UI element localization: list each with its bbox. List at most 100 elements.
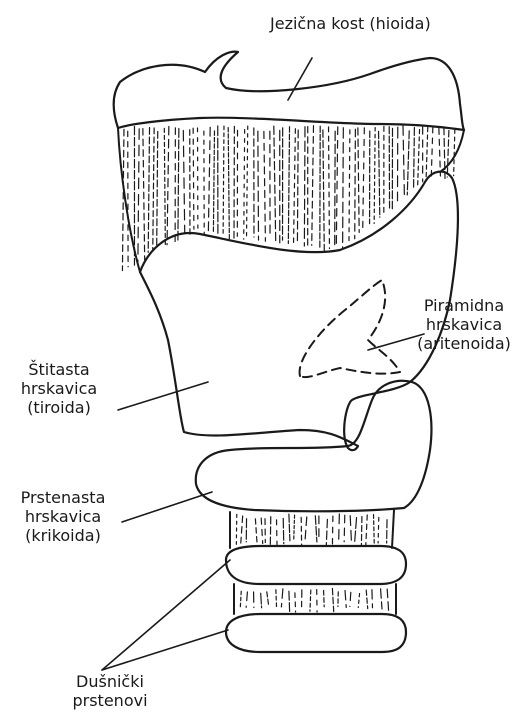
arytenoid-cartilage (300, 280, 400, 377)
hatch-stroke (418, 130, 420, 188)
hatch-stroke (228, 128, 229, 239)
hatch-stroke (289, 591, 290, 611)
hatch-stroke (289, 514, 290, 541)
label-cricoid: Prstenasta hrskavica (krikoida) (4, 488, 122, 545)
hatch-stroke (213, 131, 214, 233)
hatch-stroke (283, 518, 284, 543)
hatch-stroke (381, 589, 382, 609)
label-hyoid-text: Jezična kost (hioida) (270, 14, 431, 33)
label-thyroid-line-3: (tiroida) (0, 398, 118, 417)
hatch-stroke (358, 594, 359, 608)
hatch-stroke (439, 128, 441, 176)
hatch-stroke (157, 131, 158, 247)
thyrohyoid-membrane-outline (118, 128, 140, 272)
label-cricoid-line-1: Prstenasta (4, 488, 122, 507)
hatch-stroke (310, 590, 311, 611)
hatch-stroke (264, 132, 266, 242)
hatch-stroke (374, 128, 375, 224)
hatch-stroke (193, 128, 194, 229)
hatch-stroke (261, 518, 262, 543)
hatch-stroke (350, 516, 351, 542)
hatch-stroke (350, 592, 351, 606)
hatch-stroke (403, 125, 404, 194)
hatch-stroke (329, 127, 330, 249)
hatch-stroke (208, 127, 210, 236)
hatch-stroke (148, 128, 149, 253)
hatch-stroke (323, 130, 324, 251)
label-thyroid: Štitasta hrskavica (tiroida) (0, 360, 118, 417)
hatch-stroke (294, 515, 295, 540)
hatch-stroke (343, 128, 344, 248)
hatch-stroke (414, 128, 415, 187)
hatch-stroke (355, 129, 356, 239)
hatch-stroke (255, 519, 257, 545)
hatch-stroke (304, 127, 305, 246)
tracheal-ring-2 (226, 614, 406, 652)
hyoid-pointer (288, 58, 312, 100)
cricoid-cartilage (196, 381, 432, 512)
hatch-stroke (138, 129, 139, 264)
hatch-stroke (426, 127, 428, 179)
hatch-stroke (324, 590, 325, 606)
hatch-stroke (444, 127, 445, 179)
hatch-stroke (240, 591, 241, 609)
hatch-stroke (295, 593, 296, 612)
hatch-stroke (379, 131, 380, 217)
hatch-stroke (387, 589, 388, 610)
hatch-stroke (288, 127, 289, 244)
hyoid-bone (114, 52, 464, 130)
rings-pointer-upper (102, 560, 230, 670)
hatch-stroke (261, 593, 262, 608)
hatch-stroke (241, 516, 243, 543)
hatch-stroke (326, 519, 327, 545)
hatch-stroke (447, 131, 449, 177)
hatch-stroke (167, 126, 169, 244)
hatch-stroke (122, 129, 124, 270)
hatch-stroke (276, 590, 277, 607)
hatch-stroke (315, 516, 317, 542)
label-cricoid-line-2: hrskavica (4, 507, 122, 526)
hatch-stroke (336, 127, 337, 249)
hatch-stroke (281, 589, 283, 607)
hatch-stroke (183, 130, 184, 233)
hatch-stroke (454, 129, 455, 175)
hatch-stroke (332, 588, 333, 611)
hatch-stroke (153, 128, 154, 251)
label-tracheal-rings: Dušnički prstenovi (50, 672, 170, 710)
tracheal-ring-1 (226, 546, 406, 584)
hatch-stroke (363, 128, 365, 232)
hatch-stroke (305, 517, 307, 543)
hatch-stroke (345, 590, 346, 607)
tracheal-hatching-1 (236, 514, 387, 545)
hatch-stroke (178, 129, 179, 241)
label-cricoid-line-3: (krikoida) (4, 526, 122, 545)
hatch-stroke (312, 126, 314, 245)
hatch-stroke (294, 129, 296, 245)
hatch-stroke (297, 130, 298, 242)
label-arytenoid-line-2: hrskavica (405, 315, 523, 334)
hatch-stroke (372, 590, 373, 608)
label-thyroid-line-2: hrskavica (0, 379, 118, 398)
thyrohyoid-membrane-right-edge (440, 130, 464, 172)
hatch-stroke (223, 126, 224, 236)
label-arytenoid: Piramidna hrskavica (aritenoida) (405, 296, 523, 353)
hatch-stroke (366, 590, 367, 609)
hatch-stroke (258, 131, 259, 240)
hatch-stroke (378, 518, 379, 543)
hatch-stroke (366, 515, 367, 545)
label-rings-line-1: Dušnički (50, 672, 170, 691)
hatch-stroke (339, 514, 340, 544)
hatch-stroke (267, 592, 269, 606)
hatch-stroke (358, 128, 359, 232)
hatch-stroke (349, 130, 350, 241)
cricoid-pointer (122, 492, 212, 522)
hatch-stroke (431, 127, 433, 177)
hatch-stroke (244, 130, 245, 240)
tracheal-hatching-2 (240, 588, 388, 611)
tracheal-segment-1 (230, 510, 394, 548)
label-hyoid: Jezična kost (hioida) (270, 14, 431, 33)
hatch-stroke (374, 515, 375, 545)
hatch-stroke (274, 126, 276, 241)
hatch-stroke (143, 129, 145, 260)
hatch-stroke (344, 515, 345, 542)
